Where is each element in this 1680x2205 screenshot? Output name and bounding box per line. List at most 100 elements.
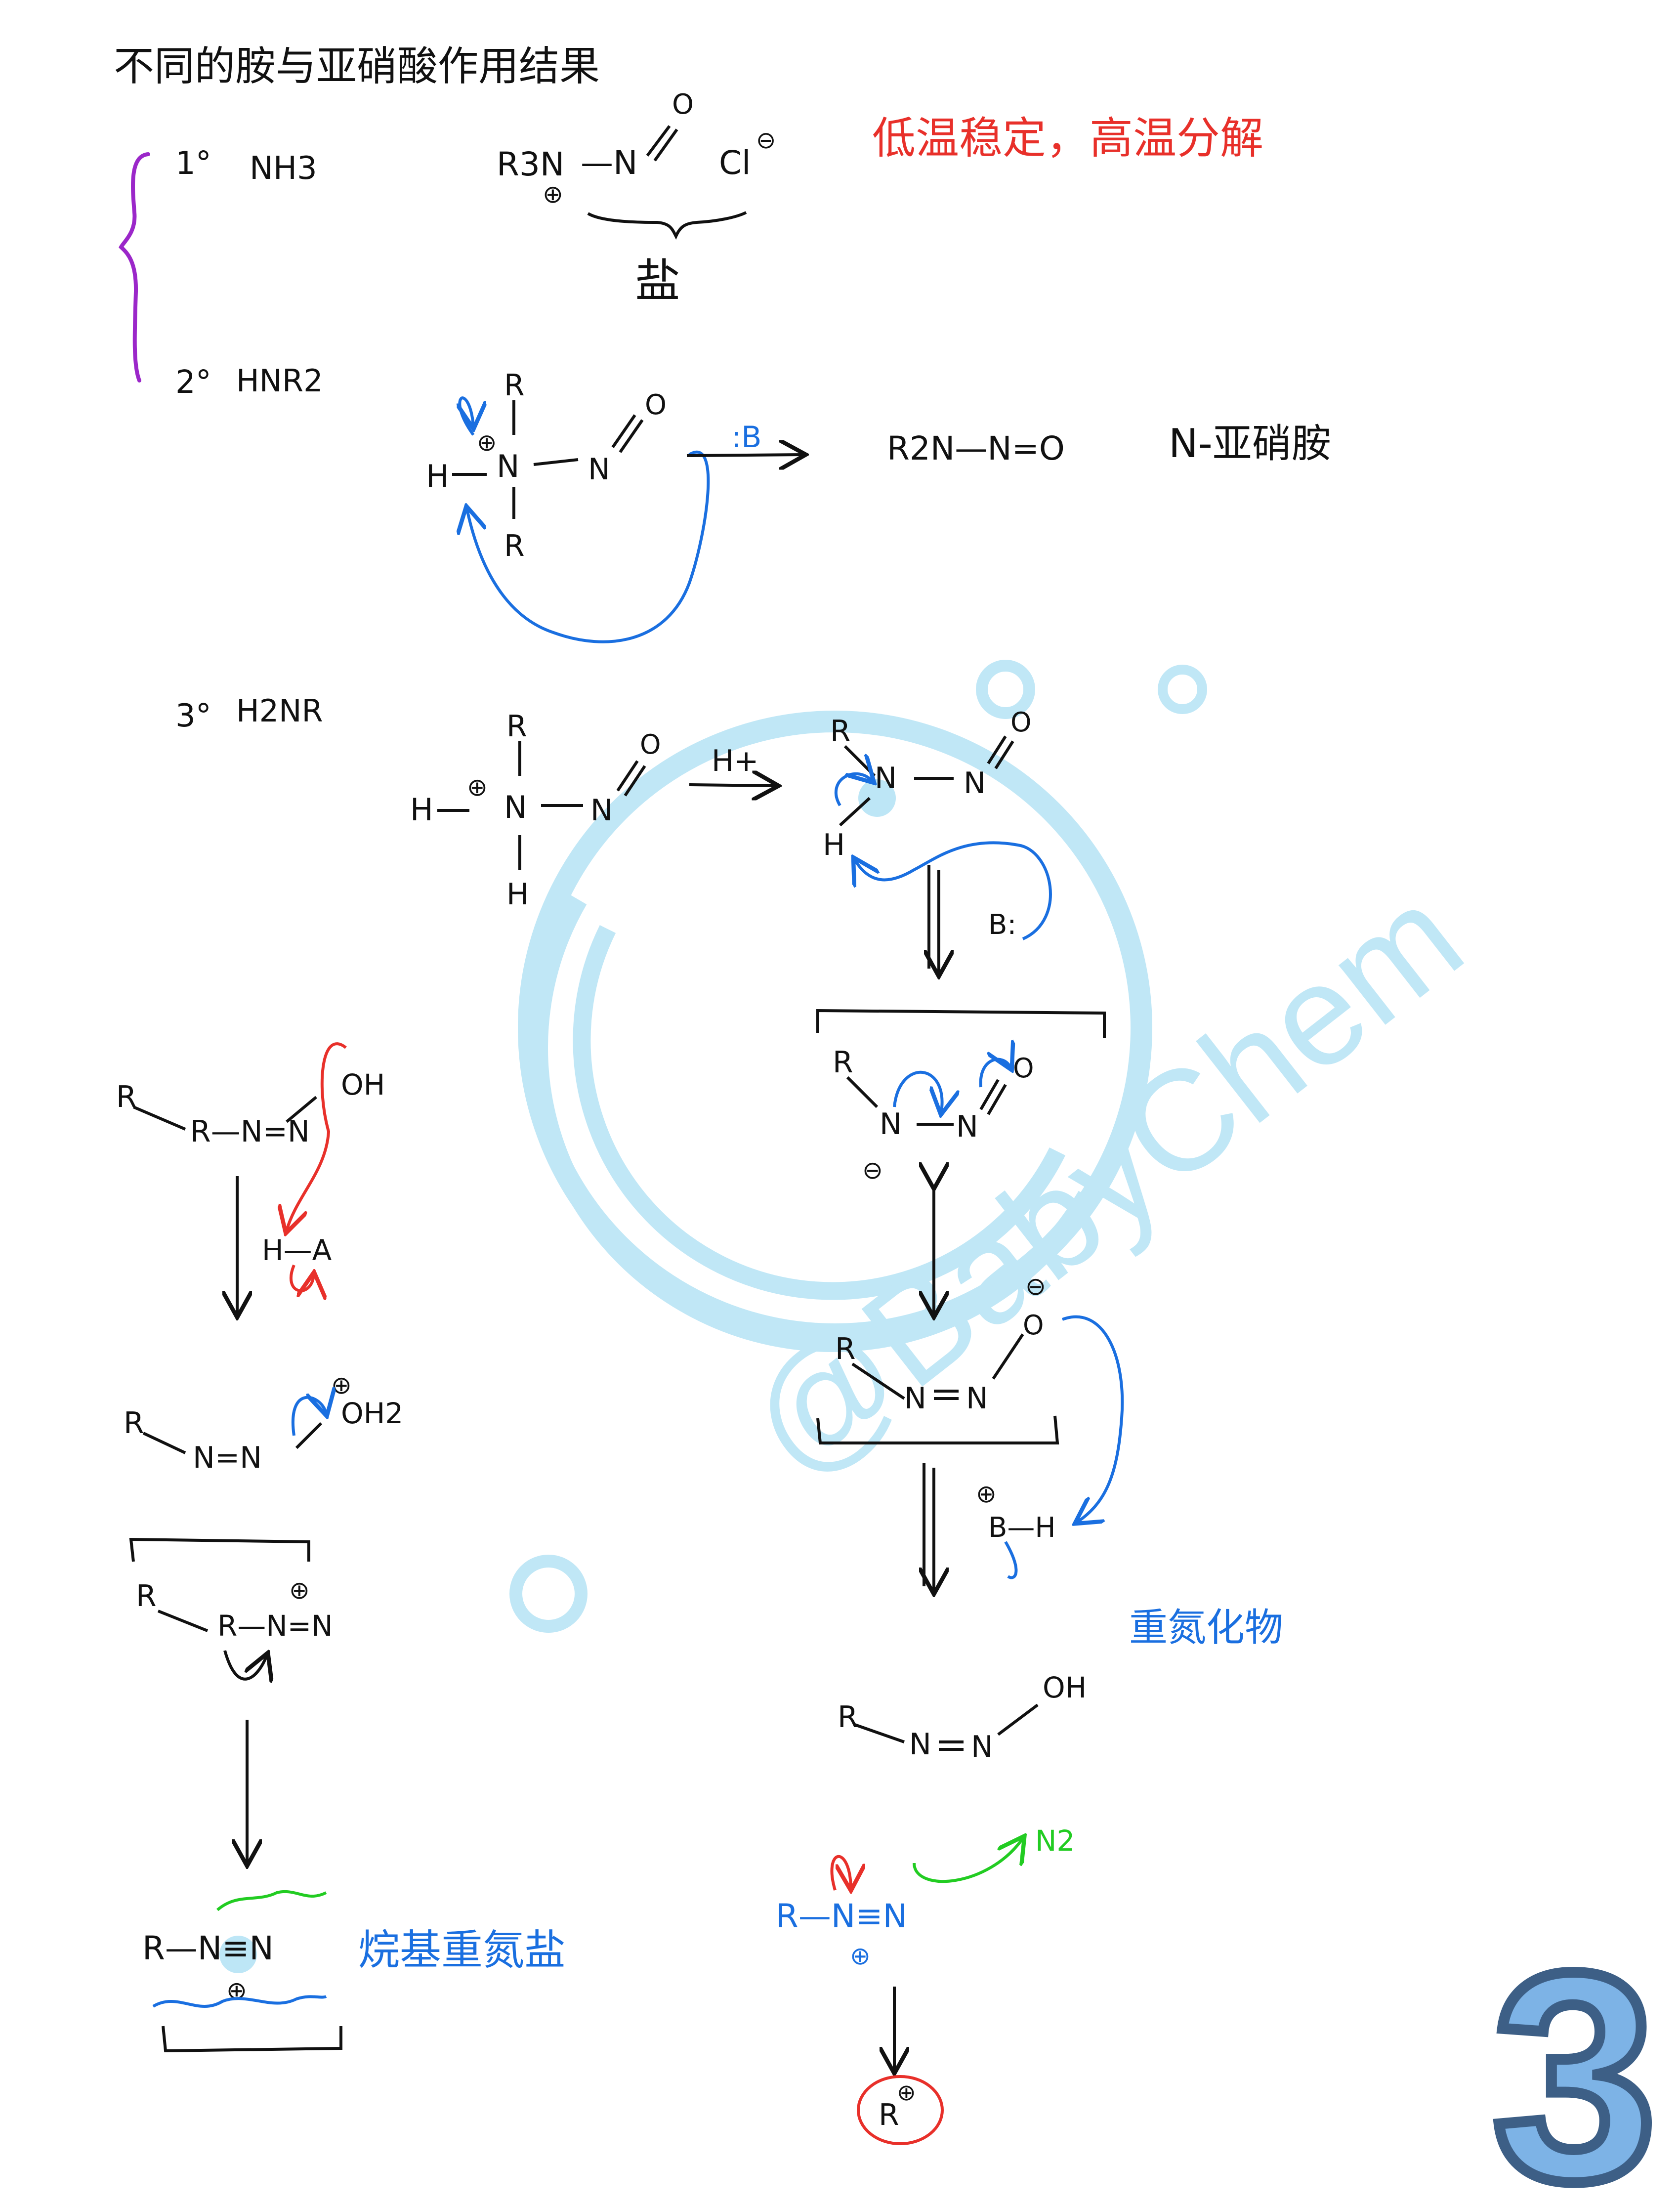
- atom-label: R: [838, 1700, 858, 1735]
- primary-ammonium-nitroso: R ⊕ H N N O H: [410, 709, 661, 912]
- salt-label: 盐: [635, 254, 680, 307]
- nitrosamine-base: :B: [731, 420, 761, 455]
- atom-label: H: [426, 458, 449, 494]
- nitroso-amine-N-H: R N N O H: [823, 707, 1032, 862]
- atom-label: N: [504, 789, 527, 825]
- atom-label: N: [588, 452, 610, 487]
- arrow-base-attack: [467, 450, 710, 643]
- arrow-NH-curly: [834, 774, 872, 806]
- atom-label: ⊕: [467, 773, 488, 802]
- atom-label: R: [506, 709, 527, 744]
- minus-sign: ⊖: [862, 1156, 883, 1185]
- atom-label: O: [645, 389, 667, 421]
- arrow-lp-cyclic: [223, 1651, 267, 1679]
- salt-note: 低温稳定，高温分解: [872, 113, 1263, 164]
- salt-bond: —N: [581, 144, 637, 182]
- plus-sign: ⊕: [289, 1576, 310, 1605]
- bracket-top: [816, 1009, 1106, 1038]
- atom-label: R—N=N: [190, 1114, 310, 1149]
- amine-primary: NH3: [250, 150, 317, 187]
- atom-label: R: [504, 529, 525, 563]
- alkyldiazonium: R—N≡N: [142, 1929, 274, 1967]
- arrow-bond-break: [830, 1855, 851, 1890]
- diazohydroxide-name: 重氮化物: [1129, 1606, 1283, 1650]
- alkyldiazonium-name: 烷基重氮盐: [358, 1926, 566, 1974]
- atom-label: N: [909, 1727, 931, 1762]
- atom-label: N: [966, 1381, 988, 1416]
- degree-tertiary: 3°: [175, 698, 211, 734]
- atom-label: R: [504, 368, 525, 403]
- bracket-bottom: [816, 1415, 1059, 1444]
- nitrosamine-name: N-亚硝胺: [1169, 421, 1331, 466]
- left-diazo-OH2: R N=N OH2 ⊕: [124, 1371, 403, 1475]
- atom-label: N: [880, 1107, 902, 1142]
- arrow-curly-blue: [460, 396, 473, 436]
- proton-label: H+: [712, 744, 758, 778]
- atom-label: R: [116, 1080, 137, 1114]
- plus-sign: ⊕: [331, 1371, 352, 1399]
- salt-anion-minus: ⊖: [756, 127, 776, 154]
- arrow-base-H: [855, 841, 1052, 940]
- arrow-pi-shift: [979, 1060, 1010, 1088]
- N-highlight: [219, 1936, 257, 1973]
- base-label: B:: [988, 909, 1016, 941]
- blue-wave: [152, 1995, 327, 2008]
- arrow-water-leave: [292, 1398, 326, 1436]
- carbocation-circle: [857, 2075, 944, 2145]
- atom-label: N=N: [193, 1441, 262, 1475]
- watermark: @BabyChem: [509, 660, 1491, 1633]
- atom-label: H: [506, 877, 529, 912]
- N2-label: N2: [1035, 1824, 1075, 1858]
- atom-label: N: [904, 1381, 926, 1416]
- salt-plus: ⊕: [543, 180, 563, 209]
- salt-anion: Cl: [719, 144, 751, 182]
- arrow-O-to-BH: [1061, 1315, 1124, 1522]
- bracket-cyclic: [129, 1537, 310, 1562]
- resonance-anion-2: R N N O ⊖: [835, 1272, 1046, 1416]
- degree-secondary: 2°: [175, 364, 211, 401]
- plus-sign: ⊕: [850, 1942, 871, 1970]
- atom-label: N: [971, 1730, 993, 1764]
- atom-label: OH: [341, 1068, 385, 1102]
- atom-label: N: [590, 793, 613, 828]
- atom-label: N: [956, 1109, 978, 1144]
- atom-label: H: [823, 828, 845, 862]
- atom-label: R—N≡N: [776, 1897, 907, 1935]
- salt-brace: [587, 211, 747, 240]
- BH-plus: ⊕: [976, 1480, 997, 1508]
- salt-cation: R3N: [497, 145, 564, 183]
- atom-label: N: [964, 766, 986, 801]
- arrow-HA-curl: [290, 1264, 314, 1291]
- atom-label: R: [835, 1332, 856, 1366]
- arrow-to-nitrosamine: [686, 455, 803, 456]
- nitrosamine-intermediate: R ⊕ H N N O R: [426, 368, 667, 563]
- atom-label: R: [136, 1579, 157, 1613]
- purple-brace: [119, 152, 150, 382]
- green-squiggle: [216, 1890, 327, 1911]
- resonance-anion-1: R N ⊖ N O: [833, 1045, 1034, 1185]
- atom-label: H: [410, 792, 433, 828]
- atom-label: R: [124, 1406, 144, 1441]
- arrow-protonate: [689, 785, 776, 786]
- atom-label: O: [1013, 1053, 1034, 1084]
- atom-label: O: [640, 729, 661, 760]
- diazohydroxide: R N N OH: [838, 1671, 1087, 1764]
- atom-label: O: [1023, 1310, 1044, 1341]
- atom-label: R: [830, 714, 851, 749]
- arrow-N2-leave: [913, 1838, 1023, 1883]
- BH-label: B—H: [988, 1512, 1056, 1544]
- left-diazo-OH: R R—N=N OH: [116, 1068, 385, 1149]
- nitrosamine-product: R2N—N=O: [887, 429, 1065, 467]
- page-title: 不同的胺与亚硝酸作用结果: [114, 43, 600, 90]
- amine-tertiary: H2NR: [236, 693, 323, 729]
- plus-sign: ⊕: [477, 429, 497, 457]
- left-cyclic: R R—N=N ⊕: [136, 1576, 333, 1643]
- page-number: 3: [1492, 1911, 1657, 2205]
- watermark-text: @BabyChem: [718, 855, 1491, 1508]
- arrow-BH-curl: [1004, 1541, 1018, 1579]
- HA-label: H—A: [262, 1233, 332, 1267]
- atom-label: R—N=N: [217, 1609, 333, 1643]
- atom-label: OH: [1043, 1671, 1087, 1704]
- salt-oxygen: O: [672, 88, 694, 121]
